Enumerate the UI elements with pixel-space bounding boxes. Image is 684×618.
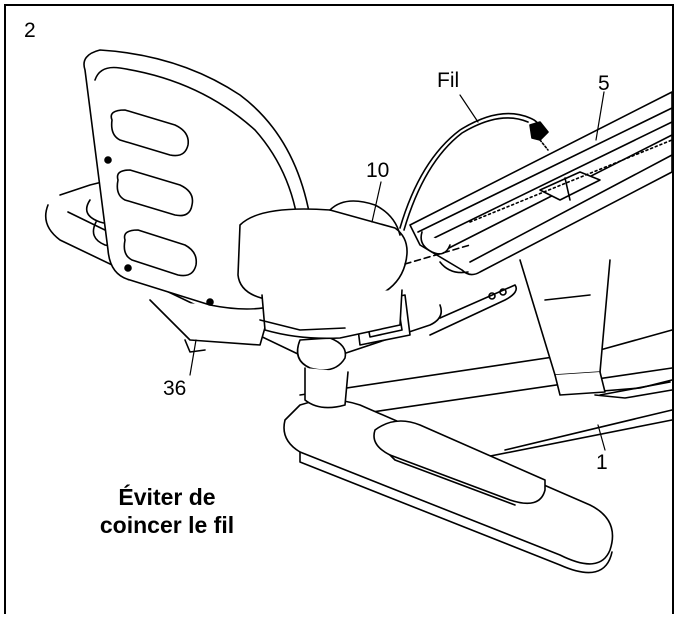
upper-rail xyxy=(409,91,673,276)
leader-lines xyxy=(189,91,606,451)
step-number: 2 xyxy=(24,19,36,42)
alignment-line xyxy=(404,244,471,265)
part-1-label: 1 xyxy=(596,451,608,474)
wire xyxy=(399,112,549,231)
seat-cushion xyxy=(237,200,408,340)
warning-text: Éviter de coincer le fil xyxy=(62,483,272,539)
warning-line-2: coincer le fil xyxy=(99,512,235,538)
foot-platform xyxy=(283,399,614,574)
wire-label: Fil xyxy=(437,69,460,92)
part-10-label: 10 xyxy=(366,159,390,182)
upright-post xyxy=(519,259,673,399)
part-36-label: 36 xyxy=(163,377,187,400)
part-5-label: 5 xyxy=(598,72,610,95)
warning-line-1: Éviter de xyxy=(118,484,216,510)
